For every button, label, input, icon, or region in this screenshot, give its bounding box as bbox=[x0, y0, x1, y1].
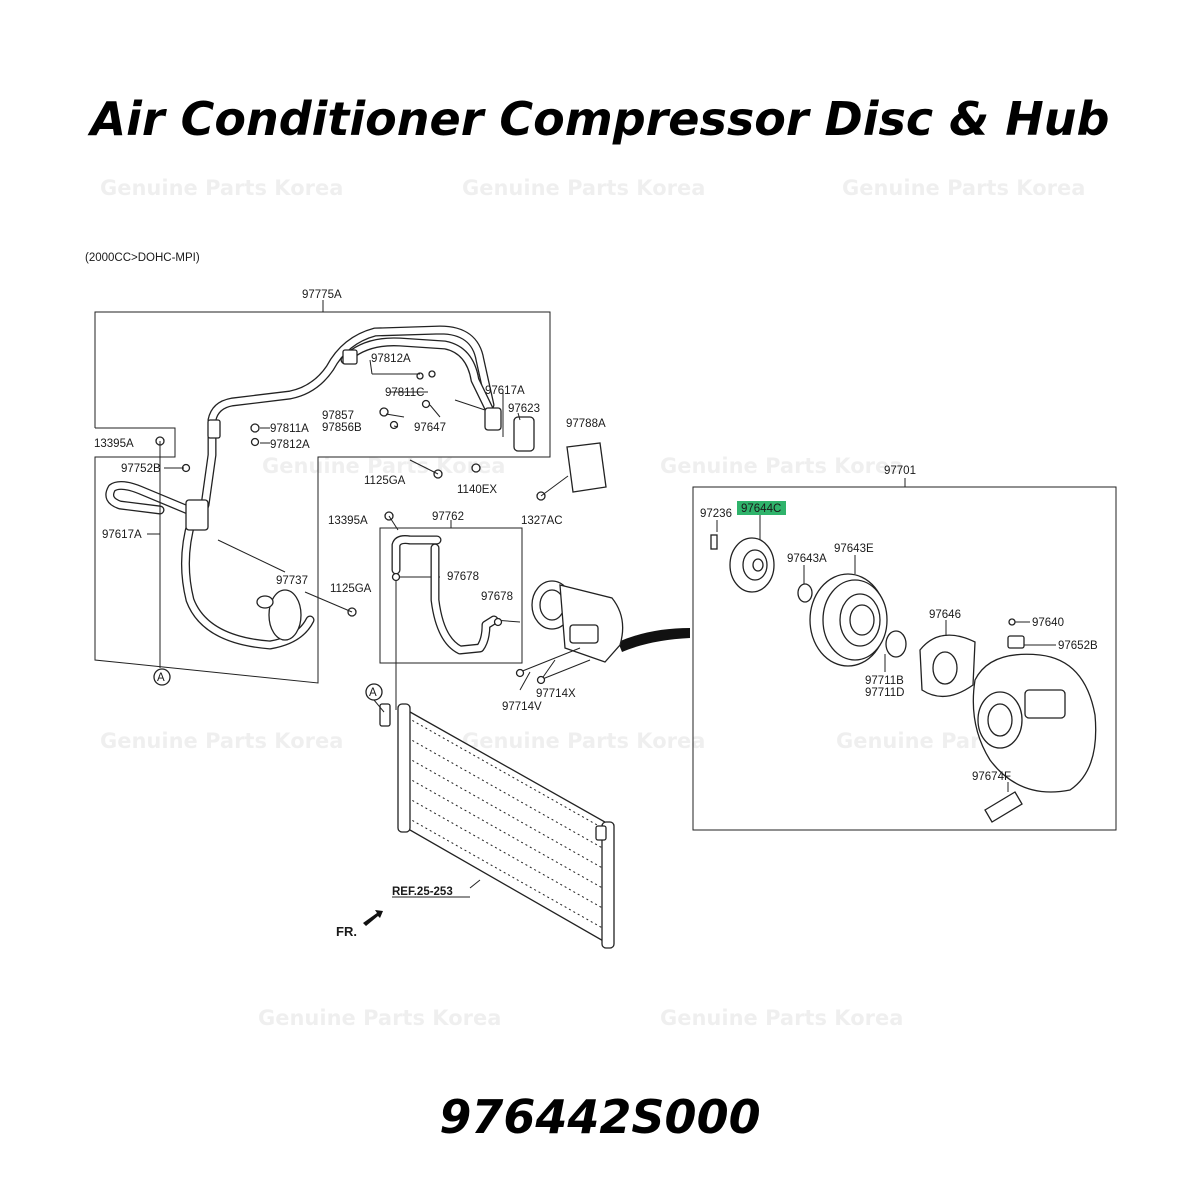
pipe-group bbox=[391, 535, 503, 710]
part-label: 97643A bbox=[787, 553, 827, 565]
relief-valve bbox=[984, 791, 1023, 823]
part-label: 97857 bbox=[322, 410, 354, 422]
part-label: 97652B bbox=[1058, 640, 1098, 652]
reference-markers: A A REF.25-253 FR. bbox=[153, 668, 470, 939]
snap-ring bbox=[797, 583, 813, 603]
watermark-text: Genuine Parts Korea bbox=[100, 729, 343, 753]
watermark-text: Genuine Parts Korea bbox=[660, 454, 903, 478]
watermark-text: Genuine Parts Korea bbox=[262, 454, 505, 478]
compressor-small bbox=[515, 580, 624, 685]
part-label: 97674F bbox=[972, 771, 1011, 783]
part-label: 1140EX bbox=[457, 484, 497, 496]
part-label: 97646 bbox=[929, 609, 961, 621]
part-label: 97811A bbox=[270, 423, 309, 435]
part-labels: 97775A 97812A 97811C 97617A 97623 97857 … bbox=[94, 289, 1098, 783]
ref-a-marker: A bbox=[157, 672, 165, 684]
compressor-body bbox=[972, 653, 1097, 793]
hose-assembly bbox=[105, 325, 607, 650]
part-label: 97714X bbox=[536, 688, 576, 700]
part-label: 97623 bbox=[508, 403, 540, 415]
condenser bbox=[379, 703, 615, 949]
part-label: 97617A bbox=[485, 385, 525, 397]
page-title: Air Conditioner Compressor Disc & Hub bbox=[90, 92, 1110, 146]
part-label: 97236 bbox=[700, 508, 732, 520]
watermark-text: Genuine Parts Korea bbox=[842, 176, 1085, 200]
part-label: 97701 bbox=[884, 465, 916, 477]
part-label: 97678 bbox=[447, 571, 479, 583]
part-label: 13395A bbox=[94, 438, 134, 450]
part-label: 1125GA bbox=[364, 475, 406, 487]
watermark-text: Genuine Parts Korea bbox=[100, 176, 343, 200]
part-label: 97752B bbox=[121, 463, 161, 475]
engine-note: (2000CC>DOHC-MPI) bbox=[85, 252, 200, 264]
part-label: 97640 bbox=[1032, 617, 1064, 629]
front-label: FR. bbox=[336, 924, 357, 939]
part-label: 97711D bbox=[865, 687, 904, 699]
part-label: 97737 bbox=[276, 575, 308, 587]
part-label: 97711B bbox=[865, 675, 904, 687]
compressor-detail bbox=[710, 514, 1097, 823]
part-label: 1125GA bbox=[330, 583, 372, 595]
part-label: 97678 bbox=[481, 591, 513, 603]
part-label: 1327AC bbox=[521, 515, 563, 527]
receiver-drier bbox=[513, 416, 535, 452]
detail-pointer-wedge bbox=[618, 628, 690, 652]
watermark-text: Genuine Parts Korea bbox=[660, 1006, 903, 1030]
ref-label: REF.25-253 bbox=[392, 886, 453, 898]
part-label: 97647 bbox=[414, 422, 446, 434]
part-label: 97788A bbox=[566, 418, 606, 430]
highlight-box bbox=[737, 501, 786, 515]
o-ring bbox=[885, 630, 907, 658]
part-label: 97714V bbox=[502, 701, 542, 713]
hose-assembly-outline bbox=[94, 311, 551, 684]
hub-bolt bbox=[710, 534, 718, 550]
part-label: 97812A bbox=[270, 439, 310, 451]
watermark-text: Genuine Parts Korea bbox=[258, 1006, 501, 1030]
part-label: 13395A bbox=[328, 515, 368, 527]
part-label: 97617A bbox=[102, 529, 142, 541]
part-label: 97811C bbox=[385, 387, 424, 399]
leader-lines bbox=[147, 359, 569, 691]
part-label: 97762 bbox=[432, 511, 464, 523]
pressure-switch bbox=[566, 442, 607, 493]
watermark-text: Genuine Parts Korea bbox=[462, 176, 705, 200]
front-arrow-icon bbox=[363, 910, 383, 926]
part-label: 97775A bbox=[302, 289, 342, 301]
part-number: 976442S000 bbox=[439, 1090, 761, 1144]
part-label: 97812A bbox=[371, 353, 411, 365]
group-outlines bbox=[94, 300, 1117, 831]
ref-a-marker: A bbox=[369, 687, 377, 699]
muffler bbox=[268, 589, 302, 641]
part-label: 97856B bbox=[322, 422, 362, 434]
watermarks: Genuine Parts Korea Genuine Parts Korea … bbox=[100, 176, 1085, 1030]
part-label-highlighted: 97644C bbox=[741, 503, 781, 515]
watermark-text: Genuine Parts Korea bbox=[462, 729, 705, 753]
part-label: 97643E bbox=[834, 543, 874, 555]
